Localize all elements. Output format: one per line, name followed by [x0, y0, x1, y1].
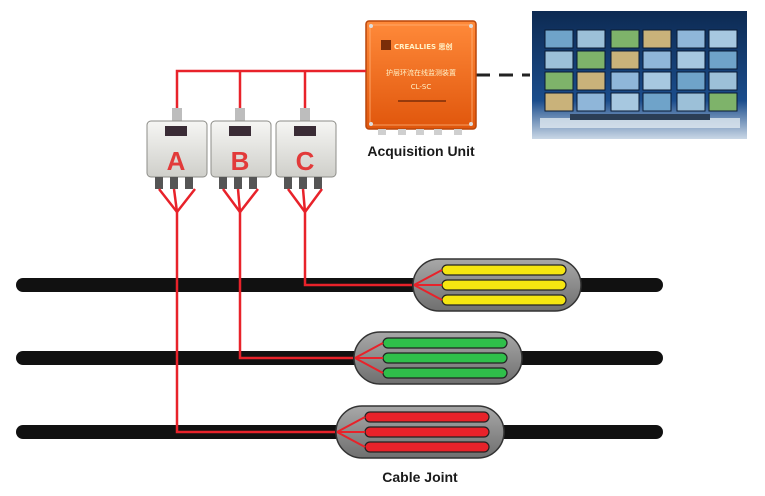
video-wall-screen — [576, 92, 606, 112]
video-wall-screen — [576, 29, 606, 49]
video-wall-screen — [676, 71, 706, 91]
video-wall-screen — [642, 29, 672, 49]
sensor-A: A — [146, 108, 208, 189]
video-wall-screen — [676, 29, 706, 49]
sensor-a-letter: A — [167, 146, 186, 176]
video-wall-screen — [642, 71, 672, 91]
sheath-lead-wires — [175, 212, 412, 434]
video-wall-icon — [532, 11, 747, 139]
video-wall-screen — [676, 50, 706, 70]
cable-joint-label: Cable Joint — [382, 469, 458, 485]
signal-bus-wires — [175, 69, 366, 112]
video-wall-screen — [676, 92, 706, 112]
sensor-B: B — [210, 108, 272, 189]
video-wall-screen — [708, 71, 738, 91]
video-wall-screen — [610, 50, 640, 70]
sensor-fanin-wires — [158, 188, 324, 215]
video-wall-screen — [708, 29, 738, 49]
acquisition-unit-device: CREALLIES 思创 护层环流在线监测装置 CL-SC — [365, 20, 477, 135]
sensor-C: C — [275, 108, 337, 189]
video-wall-screen — [610, 71, 640, 91]
device-brand: CREALLIES 思创 — [394, 42, 453, 51]
video-wall-screen — [642, 50, 672, 70]
sensor-b-letter: B — [231, 146, 250, 176]
cable-joint-A — [335, 405, 505, 459]
video-wall-screen — [610, 92, 640, 112]
cable-joint-C — [412, 258, 582, 312]
video-wall-screen — [610, 29, 640, 49]
video-wall-screen — [708, 50, 738, 70]
video-wall-screen — [544, 71, 574, 91]
video-wall-screen — [544, 50, 574, 70]
sensor-c-letter: C — [296, 146, 315, 176]
device-model: CL-SC — [411, 83, 432, 91]
video-wall-screen — [576, 71, 606, 91]
video-wall-screen — [544, 29, 574, 49]
acquisition-unit-label: Acquisition Unit — [367, 143, 475, 159]
brand-logo-icon — [381, 40, 391, 50]
device-title: 护层环流在线监测装置 — [386, 68, 456, 77]
video-wall-screen — [544, 92, 574, 112]
video-wall-screen — [708, 92, 738, 112]
cable-joint-B — [353, 331, 523, 385]
video-wall-screen — [576, 50, 606, 70]
video-wall-screen — [642, 92, 672, 112]
